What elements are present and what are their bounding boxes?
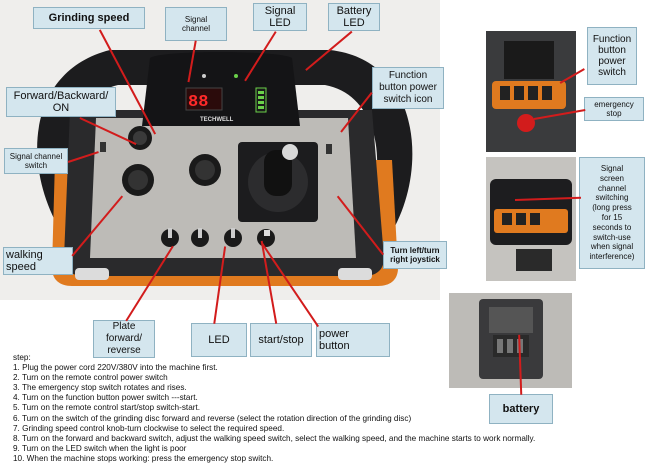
label-function-button-power-switch: Function button power switch [587, 27, 637, 85]
step-item: 6. Turn on the switch of the grinding di… [13, 413, 412, 423]
label-emergency-stop: emergency stop [584, 97, 644, 121]
step-item: 3. The emergency stop switch rotates and… [13, 383, 187, 393]
label-signal-led-text: Signal LED [264, 5, 296, 29]
label-walking-speed: walking speed [3, 247, 73, 275]
label-emergency-stop-text: emergency stop [594, 100, 634, 118]
label-power-button: power button [316, 323, 390, 357]
step-item: 4. Turn on the function button power swi… [13, 393, 198, 403]
step-item: 5. Turn on the remote control start/stop… [13, 403, 201, 413]
label-signal-channel-switch-text: Signal channel switch [9, 152, 63, 170]
label-plate-forward-reverse: Plate forward/ reverse [93, 320, 155, 358]
label-signal-channel: Signal channel [165, 7, 227, 41]
label-forward-backward-on: Forward/Backward/ ON [6, 87, 116, 117]
label-function-button-power-switch-icon-text: Function button power switch icon [379, 70, 437, 105]
remote-control-photo: 88 TECHWELL [0, 0, 440, 300]
step-item: 10. When the machine stops working: pres… [13, 453, 274, 463]
label-battery-led: Battery LED [328, 3, 380, 31]
label-led: LED [191, 323, 247, 357]
step-item: 1. Plug the power cord 220V/380V into th… [13, 363, 218, 373]
label-start-stop: start/stop [250, 323, 312, 357]
remote-control-illustration: 88 TECHWELL [0, 0, 440, 300]
label-start-stop-text: start/stop [258, 334, 304, 346]
step-item: 9. Turn on the LED switch when the light… [13, 443, 187, 453]
label-signal-screen-channel-switching-text: Signal screen channel switching (long pr… [589, 164, 635, 262]
label-led-text: LED [208, 334, 230, 346]
display-digits: 88 [188, 93, 208, 112]
label-signal-channel-switch: Signal channel switch [4, 148, 68, 174]
label-forward-backward-on-text: Forward/Backward/ ON [13, 90, 109, 114]
label-signal-channel-text: Signal channel [181, 15, 211, 33]
steps-heading: step: [13, 353, 31, 362]
steps-list: 1. Plug the power cord 220V/380V into th… [13, 363, 613, 464]
label-plate-forward-reverse-text: Plate forward/ reverse [105, 321, 143, 356]
function-switch-illustration [486, 31, 576, 152]
photo-function-switch [486, 31, 576, 152]
label-grinding-speed: Grinding speed [33, 7, 145, 29]
step-item: 7. Grinding speed control knob-turn cloc… [13, 423, 285, 433]
label-battery-led-text: Battery LED [336, 5, 372, 29]
label-turn-joystick-text: Turn left/turn right joystick [390, 246, 440, 264]
signal-screen-illustration [486, 157, 576, 281]
label-turn-joystick: Turn left/turn right joystick [383, 241, 447, 269]
step-item: 2. Turn on the remote control power swit… [13, 373, 168, 383]
label-grinding-speed-text: Grinding speed [48, 12, 130, 24]
svg-text:TECHWELL: TECHWELL [200, 117, 234, 123]
label-function-button-power-switch-icon: Function button power switch icon [372, 67, 444, 109]
steps-section: step: 1. Plug the power cord 220V/380V i… [13, 353, 613, 464]
label-function-button-power-switch-text: Function button power switch [592, 34, 632, 78]
label-walking-speed-text: walking speed [6, 249, 43, 273]
label-battery: battery [489, 394, 553, 424]
label-power-button-text: power button [319, 328, 350, 352]
label-battery-text: battery [502, 403, 540, 415]
label-signal-led: Signal LED [253, 3, 307, 31]
label-signal-screen-channel-switching: Signal screen channel switching (long pr… [579, 157, 645, 269]
step-item: 8. Turn on the forward and backward swit… [13, 433, 536, 443]
photo-signal-screen-switching [486, 157, 576, 281]
